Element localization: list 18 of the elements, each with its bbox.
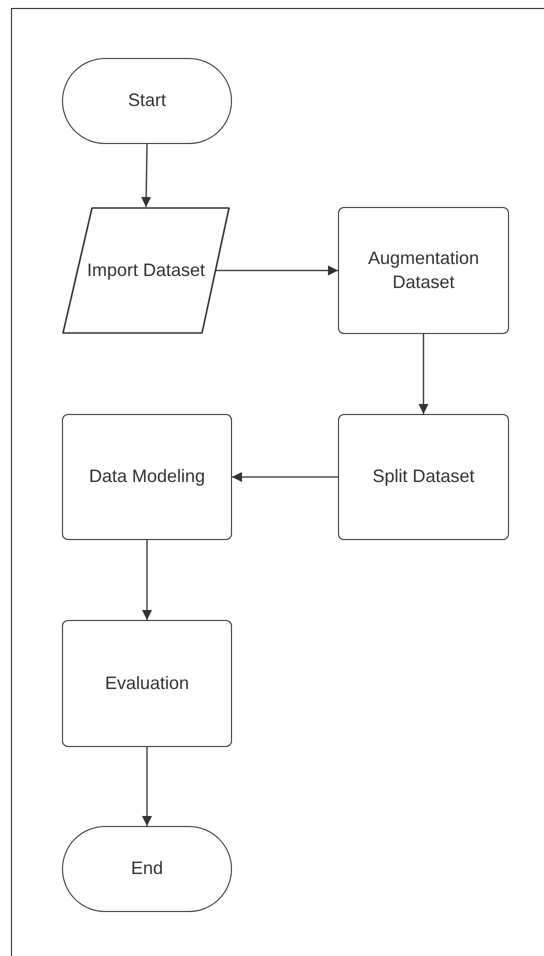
process-box (62, 414, 232, 540)
arrow (418, 334, 428, 414)
node-label: Augmentation Dataset (366, 247, 480, 294)
process-box (338, 207, 509, 334)
arrow (141, 144, 152, 208)
arrow (232, 472, 338, 482)
node-label: Start (126, 89, 167, 112)
input-parallelogram (62, 207, 230, 334)
node-label: Split Dataset (371, 465, 476, 488)
process-box (338, 414, 509, 540)
node-label: Data Modeling (88, 465, 206, 488)
arrow (216, 266, 338, 276)
process-box (62, 620, 232, 747)
node-label: Evaluation (104, 672, 190, 695)
node-label: Import Dataset (86, 258, 206, 282)
arrow (142, 540, 152, 620)
arrow (142, 747, 152, 826)
node-label: End (130, 857, 164, 880)
